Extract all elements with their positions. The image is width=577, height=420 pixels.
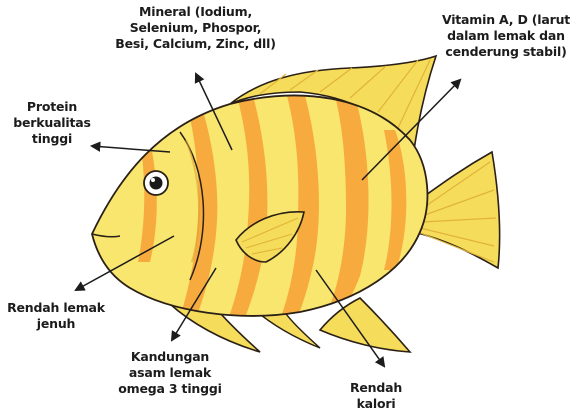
label-line: Kandungan — [112, 349, 228, 365]
label-kandungan: Kandungan asam lemak omega 3 tinggi — [112, 349, 228, 397]
lower-fin — [320, 298, 410, 352]
label-line: asam lemak — [112, 365, 228, 381]
label-line: jenuh — [4, 316, 108, 332]
label-line: Rendah — [346, 380, 406, 396]
label-line: dalam lemak dan — [438, 28, 574, 44]
label-line: cenderung stabil) — [438, 44, 574, 60]
label-line: Mineral (Iodium, — [108, 4, 283, 20]
label-kalori: Rendah kalori — [346, 380, 406, 412]
label-line: Rendah lemak — [4, 300, 108, 316]
label-protein: Protein berkualitas tinggi — [6, 99, 98, 147]
label-line: Protein — [6, 99, 98, 115]
label-line: tinggi — [6, 131, 98, 147]
label-line: Besi, Calcium, Zinc, dll) — [108, 36, 283, 52]
label-line: Selenium, Phospor, — [108, 20, 283, 36]
label-vitamin: Vitamin A, D (larut dalam lemak dan cend… — [438, 12, 574, 60]
label-line: Vitamin A, D (larut — [438, 12, 574, 28]
label-mineral: Mineral (Iodium, Selenium, Phospor, Besi… — [108, 4, 283, 52]
label-line: kalori — [346, 396, 406, 412]
label-rendah-lemak: Rendah lemak jenuh — [4, 300, 108, 332]
label-line: omega 3 tinggi — [112, 381, 228, 397]
label-line: berkualitas — [6, 115, 98, 131]
